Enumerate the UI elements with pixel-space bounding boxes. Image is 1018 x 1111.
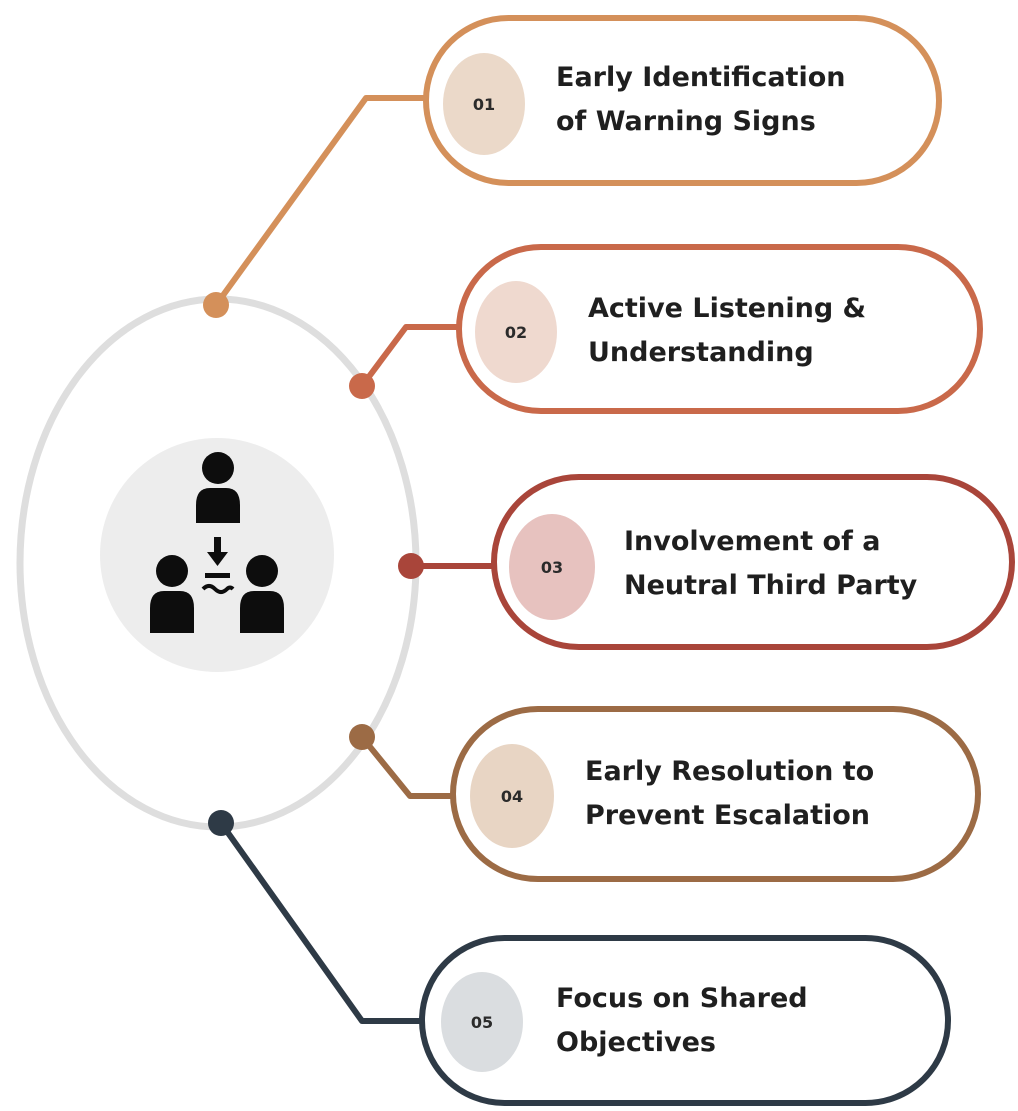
step-label-02: Active Listening & Understanding bbox=[588, 287, 866, 375]
step-label-04-line2: Prevent Escalation bbox=[585, 800, 871, 831]
step-label-01-line1: Early Identification bbox=[556, 62, 846, 93]
connector-dot-03 bbox=[398, 553, 424, 579]
step-label-01: Early Identification of Warning Signs bbox=[556, 56, 845, 144]
connector-dot-04 bbox=[349, 724, 375, 750]
step-label-03-line2: Neutral Third Party bbox=[624, 570, 918, 601]
step-label-02-line1: Active Listening & bbox=[588, 293, 867, 324]
connector-line-02 bbox=[359, 324, 465, 388]
step-label-05: Focus on Shared Objectives bbox=[556, 977, 808, 1065]
step-label-02-line2: Understanding bbox=[588, 337, 814, 368]
step-number-02: 02 bbox=[475, 281, 557, 383]
connector-dot-01 bbox=[203, 292, 229, 318]
step-number-03: 03 bbox=[509, 514, 595, 620]
step-label-05-line2: Objectives bbox=[556, 1027, 716, 1058]
step-label-05-line1: Focus on Shared bbox=[556, 983, 808, 1014]
step-number-05: 05 bbox=[441, 972, 523, 1072]
connector-line-04 bbox=[359, 735, 457, 799]
connector-dot-02 bbox=[349, 373, 375, 399]
connector-line-05 bbox=[218, 821, 428, 1024]
step-number-04: 04 bbox=[470, 744, 554, 848]
step-number-01: 01 bbox=[443, 53, 525, 155]
step-card-04 bbox=[450, 706, 981, 882]
step-label-01-line2: of Warning Signs bbox=[556, 106, 816, 137]
connector-dot-05 bbox=[208, 810, 234, 836]
conflict-mediation-people-icon bbox=[150, 452, 284, 633]
connector-line-01 bbox=[213, 95, 437, 307]
step-label-04: Early Resolution to Prevent Escalation bbox=[585, 750, 874, 838]
step-label-03-line1: Involvement of a bbox=[624, 526, 881, 557]
step-label-04-line1: Early Resolution to bbox=[585, 756, 875, 787]
step-label-03: Involvement of a Neutral Third Party bbox=[624, 520, 917, 608]
